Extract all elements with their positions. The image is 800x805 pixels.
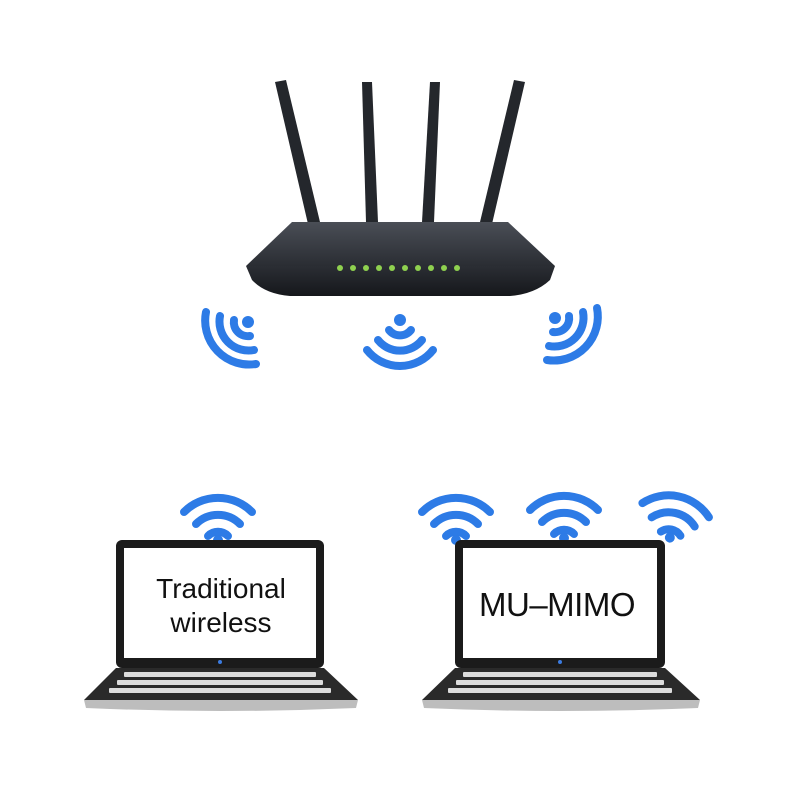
router-top xyxy=(246,222,555,266)
laptop-keyboard xyxy=(448,672,672,693)
wifi-signal-icon xyxy=(543,304,602,365)
label-line: Traditional xyxy=(156,573,286,604)
wifi-signal-icon xyxy=(530,496,598,543)
wifi-signal-icon xyxy=(636,489,712,549)
laptop-screen xyxy=(124,548,316,658)
wifi-signal-icon xyxy=(184,498,252,545)
router-antennas xyxy=(275,80,525,224)
laptop-icon xyxy=(422,489,712,711)
label-line: MU–MIMO xyxy=(479,586,636,623)
laptop-label-mu-mimo: MU–MIMO xyxy=(462,585,652,625)
laptop-label-traditional-wireless: Traditional wireless xyxy=(128,572,314,639)
router-leds xyxy=(337,265,460,271)
router-front xyxy=(246,266,555,296)
laptop-front-edge xyxy=(84,700,358,711)
wifi-signal-icon xyxy=(201,308,260,369)
wifi-signal-icon xyxy=(363,314,437,370)
wifi-signal-icon xyxy=(422,498,490,545)
laptop-icon xyxy=(84,498,358,711)
laptop-screen xyxy=(463,548,657,658)
label-line: wireless xyxy=(170,606,272,638)
router-icon xyxy=(246,80,555,296)
laptop-front-edge xyxy=(422,700,700,711)
laptop-keyboard xyxy=(109,672,331,693)
